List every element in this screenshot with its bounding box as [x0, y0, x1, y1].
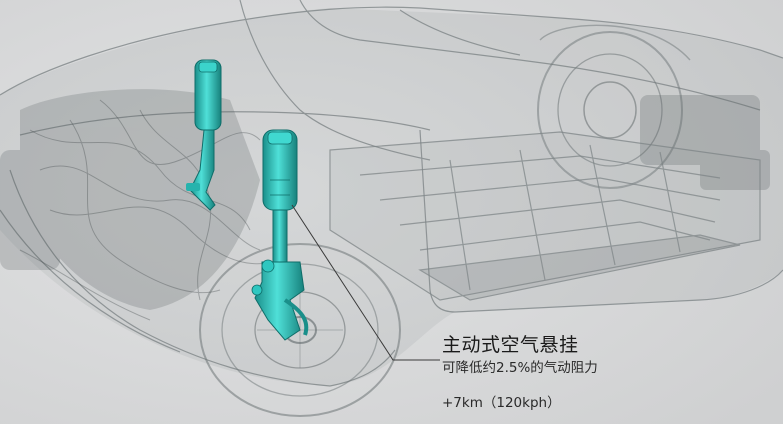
- feature-subtitle: 可降低约2.5%的气动阻力: [442, 360, 598, 376]
- front-wheel: [199, 243, 401, 417]
- feature-title: 主动式空气悬挂: [442, 334, 579, 356]
- car-body-shell: [0, 0, 783, 387]
- rear-wheel: [537, 24, 691, 189]
- feature-caption: 主动式空气悬挂 可降低约2.5%的气动阻力 +7km（120kph）: [442, 334, 598, 412]
- front-bay-wires: [19, 99, 281, 321]
- feature-range-gain: +7km（120kph）: [442, 395, 561, 411]
- battery-pack: [329, 131, 761, 301]
- leader-line: [291, 204, 440, 361]
- air-spring-left: [186, 59, 222, 211]
- front-bay-components: [0, 89, 260, 310]
- air-spring-right: [251, 129, 309, 341]
